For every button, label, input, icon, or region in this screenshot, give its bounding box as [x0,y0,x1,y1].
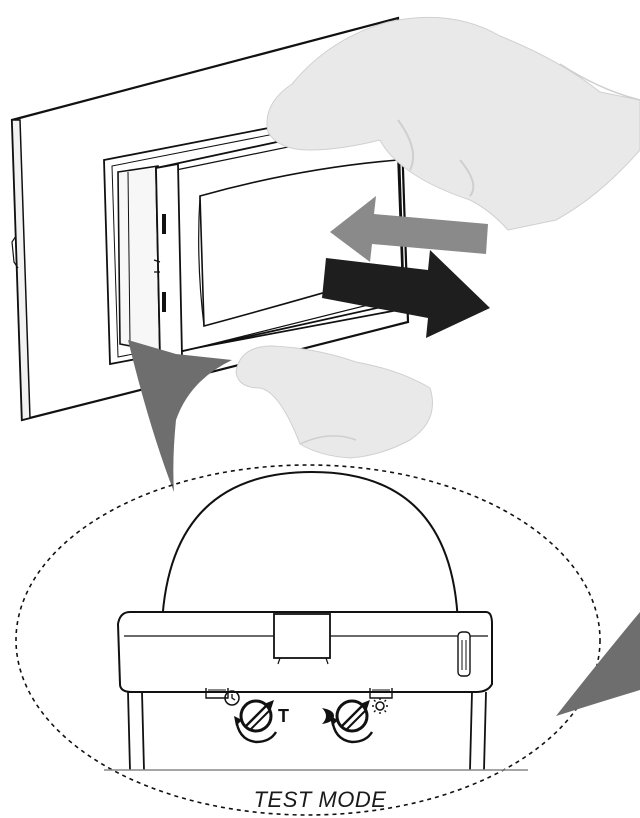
light-trimmer-knob [330,700,372,742]
time-trimmer-knob [234,700,276,742]
callout-connector [128,340,232,492]
sun-icon [372,698,388,714]
pointer-arrow-icon [556,612,640,716]
zoomed-sensor [104,472,528,770]
timer-label: T [278,706,289,726]
bottom-hand [236,346,433,458]
test-mode-caption: TEST MODE [0,787,640,813]
